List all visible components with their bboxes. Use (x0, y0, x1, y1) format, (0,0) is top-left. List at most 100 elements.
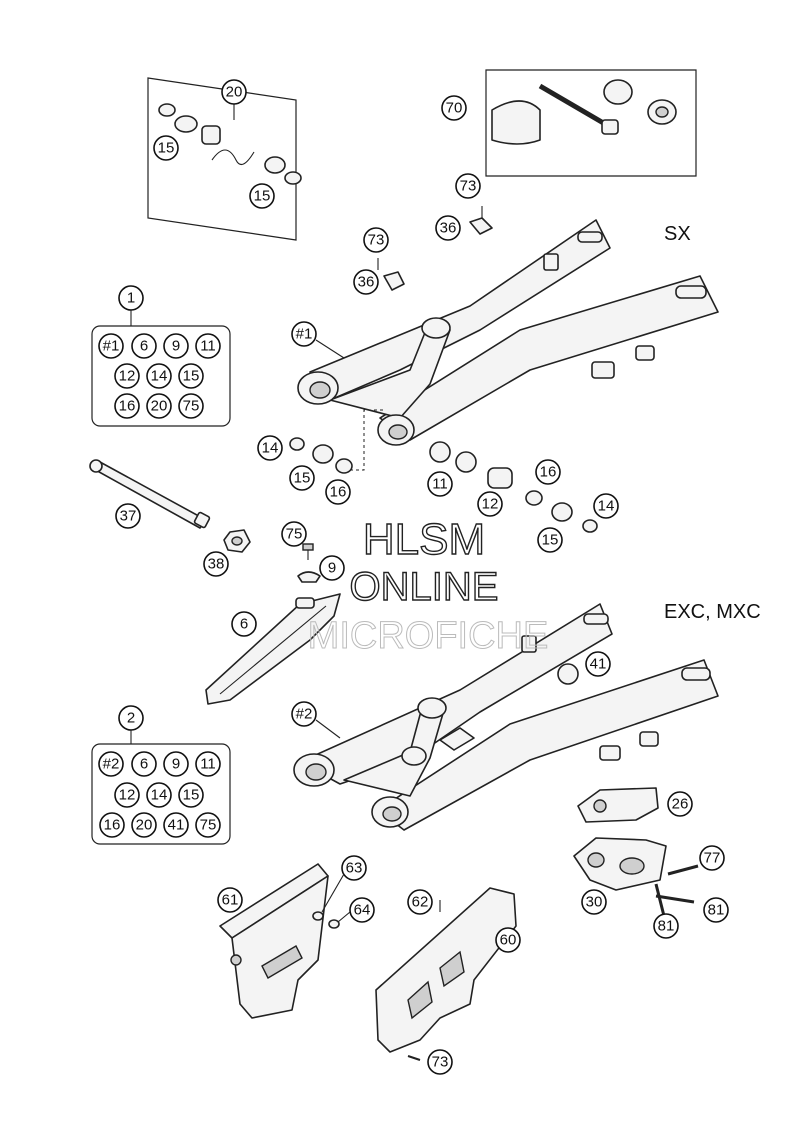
callout-15[interactable]: 15 (153, 135, 179, 161)
svg-text:14: 14 (151, 787, 168, 804)
callout-62[interactable]: 62 (407, 889, 433, 915)
svg-text:30: 30 (586, 894, 603, 911)
callout-20[interactable]: 20 (221, 79, 247, 105)
kit-2-item[interactable]: 41 (163, 812, 189, 838)
svg-text:77: 77 (704, 850, 721, 867)
svg-text:15: 15 (294, 470, 311, 487)
callout-36[interactable]: 36 (435, 215, 461, 241)
kit-1-item[interactable]: 14 (146, 363, 172, 389)
svg-text:15: 15 (183, 787, 200, 804)
callout-70[interactable]: 70 (441, 95, 467, 121)
callout-11[interactable]: 11 (427, 471, 453, 497)
kit-2-callout[interactable]: 2 (118, 705, 144, 731)
kit-2-item[interactable]: 9 (163, 751, 189, 777)
kit-1-item[interactable]: 9 (163, 333, 189, 359)
kit-1-item[interactable]: 11 (195, 333, 221, 359)
svg-text:14: 14 (262, 440, 279, 457)
callout-41[interactable]: 41 (585, 651, 611, 677)
svg-text:6: 6 (140, 756, 148, 773)
svg-text:20: 20 (136, 817, 153, 834)
svg-text:#2: #2 (296, 706, 313, 723)
callout-61[interactable]: 61 (217, 887, 243, 913)
chain-guard (375, 887, 517, 1053)
kit-1-item[interactable]: 20 (146, 393, 172, 419)
kit-2-item[interactable]: #2 (98, 751, 124, 777)
callout-77[interactable]: 77 (699, 845, 725, 871)
kit-2-item[interactable]: 12 (114, 782, 140, 808)
svg-text:16: 16 (540, 464, 557, 481)
kit-2-items: #2 6 9 11 12 14 15 16 20 41 75 (98, 751, 221, 838)
kit-2-item[interactable]: 6 (131, 751, 157, 777)
chain-guide-bolts (654, 864, 699, 917)
svg-text:16: 16 (119, 398, 136, 415)
callout-73[interactable]: 73 (363, 227, 389, 253)
callout-swingarm-1[interactable]: #1 (291, 321, 317, 347)
callout-26[interactable]: 26 (667, 791, 693, 817)
chain-guide-screw (297, 543, 321, 583)
svg-text:73: 73 (432, 1054, 449, 1071)
kit-1-item[interactable]: 16 (114, 393, 140, 419)
callout-36[interactable]: 36 (353, 269, 379, 295)
svg-text:26: 26 (672, 796, 689, 813)
callout-30[interactable]: 30 (581, 889, 607, 915)
callout-63[interactable]: 63 (341, 855, 367, 881)
svg-text:#1: #1 (103, 338, 120, 355)
svg-text:9: 9 (172, 338, 180, 355)
kit-2-item[interactable]: 75 (195, 812, 221, 838)
chain-guard-screw (407, 1055, 421, 1061)
callout-swingarm-2[interactable]: #2 (291, 701, 317, 727)
svg-text:11: 11 (432, 476, 448, 493)
svg-text:12: 12 (119, 368, 136, 385)
kit-2-item[interactable]: 15 (178, 782, 204, 808)
kit-1-callout[interactable]: 1 (118, 285, 144, 311)
callout-75[interactable]: 75 (281, 521, 307, 547)
svg-text:64: 64 (354, 902, 371, 919)
kit-2-item[interactable]: 16 (99, 812, 125, 838)
kit-2-item[interactable]: 20 (131, 812, 157, 838)
callout-81[interactable]: 81 (703, 897, 729, 923)
callout-14[interactable]: 14 (257, 435, 283, 461)
kit-1-box (91, 325, 231, 427)
svg-text:#1: #1 (296, 326, 313, 343)
variant-label-sx: SX (664, 223, 691, 245)
svg-text:75: 75 (200, 817, 217, 834)
kit-1-item[interactable]: 75 (178, 393, 204, 419)
callout-37[interactable]: 37 (115, 503, 141, 529)
svg-text:15: 15 (183, 368, 200, 385)
swingarm-sx (297, 219, 719, 446)
svg-text:61: 61 (222, 892, 239, 909)
callout-15[interactable]: 15 (249, 183, 275, 209)
callout-16[interactable]: 16 (535, 459, 561, 485)
svg-text:73: 73 (368, 232, 385, 249)
callout-73[interactable]: 73 (455, 173, 481, 199)
svg-text:15: 15 (254, 188, 271, 205)
callout-12[interactable]: 12 (477, 491, 503, 517)
svg-text:15: 15 (158, 140, 175, 157)
svg-text:9: 9 (172, 756, 180, 773)
pivot-shaft (89, 459, 251, 553)
callout-60[interactable]: 60 (495, 927, 521, 953)
callout-73[interactable]: 73 (427, 1049, 453, 1075)
kit-1-item[interactable]: #1 (98, 333, 124, 359)
callout-38[interactable]: 38 (203, 551, 229, 577)
tool-kit-box (485, 69, 697, 177)
kit-1-item[interactable]: 15 (178, 363, 204, 389)
chain-slider (205, 593, 341, 705)
svg-text:20: 20 (151, 398, 168, 415)
callout-15[interactable]: 15 (537, 527, 563, 553)
svg-text:1: 1 (127, 290, 135, 307)
kit-1-item[interactable]: 6 (131, 333, 157, 359)
callout-64[interactable]: 64 (349, 897, 375, 923)
callout-6[interactable]: 6 (231, 611, 257, 637)
kit-2-item[interactable]: 11 (195, 751, 221, 777)
svg-text:37: 37 (120, 508, 137, 525)
callout-16[interactable]: 16 (325, 479, 351, 505)
kit-2-item[interactable]: 14 (146, 782, 172, 808)
kit-1-item[interactable]: 12 (114, 363, 140, 389)
callout-14[interactable]: 14 (593, 493, 619, 519)
callout-81[interactable]: 81 (653, 913, 679, 939)
svg-text:41: 41 (590, 656, 607, 673)
callout-9[interactable]: 9 (319, 555, 345, 581)
svg-text:14: 14 (598, 498, 615, 515)
callout-15[interactable]: 15 (289, 465, 315, 491)
